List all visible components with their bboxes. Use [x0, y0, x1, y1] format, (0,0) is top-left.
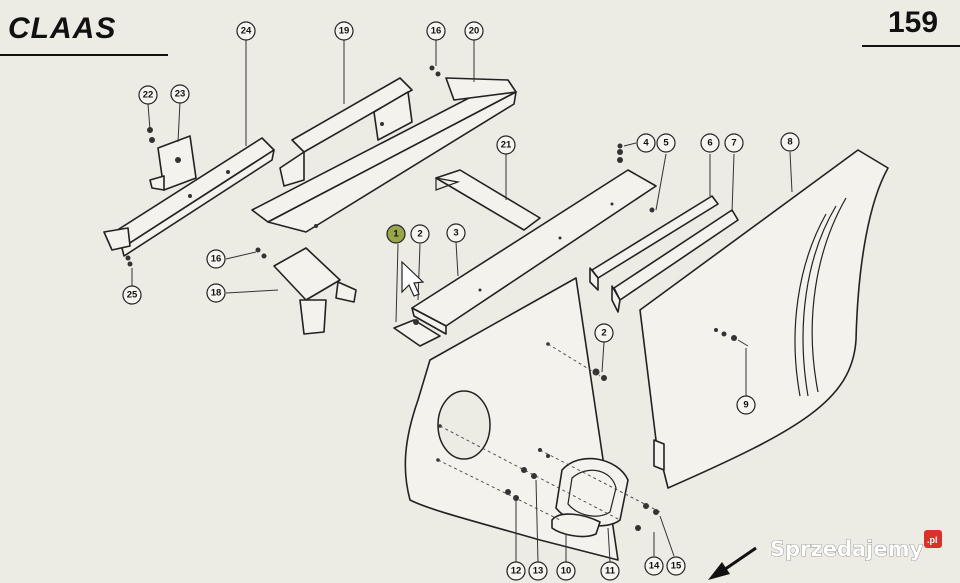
- callout-16-lower: 16: [206, 249, 226, 269]
- callout-12: 12: [506, 561, 526, 581]
- svg-text:5: 5: [663, 138, 669, 149]
- part-1-plate: [393, 319, 441, 347]
- svg-text:16: 16: [211, 254, 222, 265]
- cursor-arrow-icon: [401, 260, 425, 297]
- callout-14: 14: [644, 556, 664, 576]
- svg-text:15: 15: [671, 561, 682, 572]
- svg-text:11: 11: [605, 566, 616, 577]
- leader-lines: [131, 40, 793, 563]
- svg-text:3: 3: [453, 228, 458, 239]
- callout-23: 23: [170, 84, 190, 104]
- callout-2: 2: [410, 224, 430, 244]
- part-23-bracket: [147, 127, 197, 191]
- svg-text:16: 16: [431, 26, 442, 37]
- part-6-strip: [589, 195, 719, 291]
- brand-logo: CLAAS: [8, 12, 116, 45]
- direction-arrow-icon: [708, 546, 757, 580]
- part-10-clip: [551, 513, 601, 538]
- callout-21: 21: [496, 135, 516, 155]
- callout-19: 19: [334, 21, 354, 41]
- part-20-rail: [251, 65, 517, 233]
- svg-text:19: 19: [339, 26, 350, 37]
- part-3-plate: [411, 169, 657, 335]
- svg-text:13: 13: [533, 566, 544, 577]
- part-18-bracket: [255, 247, 357, 335]
- callout-10: 10: [556, 561, 576, 581]
- svg-text:10: 10: [561, 566, 572, 577]
- svg-text:24: 24: [241, 26, 252, 37]
- callout-18: 18: [206, 283, 226, 303]
- svg-text:2: 2: [417, 229, 422, 240]
- callout-3: 3: [446, 223, 466, 243]
- svg-text:9: 9: [743, 400, 748, 411]
- callout-15: 15: [666, 556, 686, 576]
- watermark-text: Sprzedajemy: [770, 537, 924, 561]
- svg-text:25: 25: [127, 290, 138, 301]
- part-11-housing: [555, 457, 629, 527]
- svg-text:7: 7: [731, 138, 736, 149]
- callout-4: 4: [636, 133, 656, 153]
- svg-text:4: 4: [643, 138, 649, 149]
- svg-text:6: 6: [707, 138, 712, 149]
- svg-text:14: 14: [649, 561, 660, 572]
- svg-text:2: 2: [601, 328, 606, 339]
- callout-1: 1: [386, 224, 406, 244]
- callout-22: 22: [138, 85, 158, 105]
- svg-text:8: 8: [787, 137, 792, 148]
- assembly-lines: [437, 343, 661, 521]
- page-number: 159: [888, 6, 938, 39]
- callout-8: 8: [780, 132, 800, 152]
- part-19-bracket: [279, 77, 413, 187]
- callout-13: 13: [528, 561, 548, 581]
- callout-20: 20: [464, 21, 484, 41]
- part-8-panel: [639, 149, 889, 489]
- part-24-rail: [103, 137, 275, 257]
- callout-9: 9: [736, 395, 756, 415]
- part-7-strip: [611, 209, 739, 313]
- header: CLAAS 159: [0, 6, 960, 56]
- svg-text:20: 20: [469, 26, 480, 37]
- part-21-frame: [435, 169, 541, 231]
- callout-2-lower: 2: [594, 323, 614, 343]
- fasteners: [125, 143, 659, 531]
- watermark-badge-box: [924, 530, 942, 548]
- svg-text:1: 1: [393, 229, 399, 240]
- watermark: Sprzedajemy .pl: [770, 530, 942, 561]
- svg-text:18: 18: [211, 288, 222, 299]
- callout-6: 6: [700, 133, 720, 153]
- callout-11: 11: [600, 561, 620, 581]
- svg-text:22: 22: [143, 90, 154, 101]
- callout-5: 5: [656, 133, 676, 153]
- svg-text:23: 23: [175, 89, 186, 100]
- watermark-badge: .pl: [927, 535, 938, 545]
- callout-25: 25: [122, 285, 142, 305]
- svg-text:21: 21: [501, 140, 512, 151]
- callout-7: 7: [724, 133, 744, 153]
- callout-16: 16: [426, 21, 446, 41]
- svg-text:12: 12: [511, 566, 522, 577]
- callout-24: 24: [236, 21, 256, 41]
